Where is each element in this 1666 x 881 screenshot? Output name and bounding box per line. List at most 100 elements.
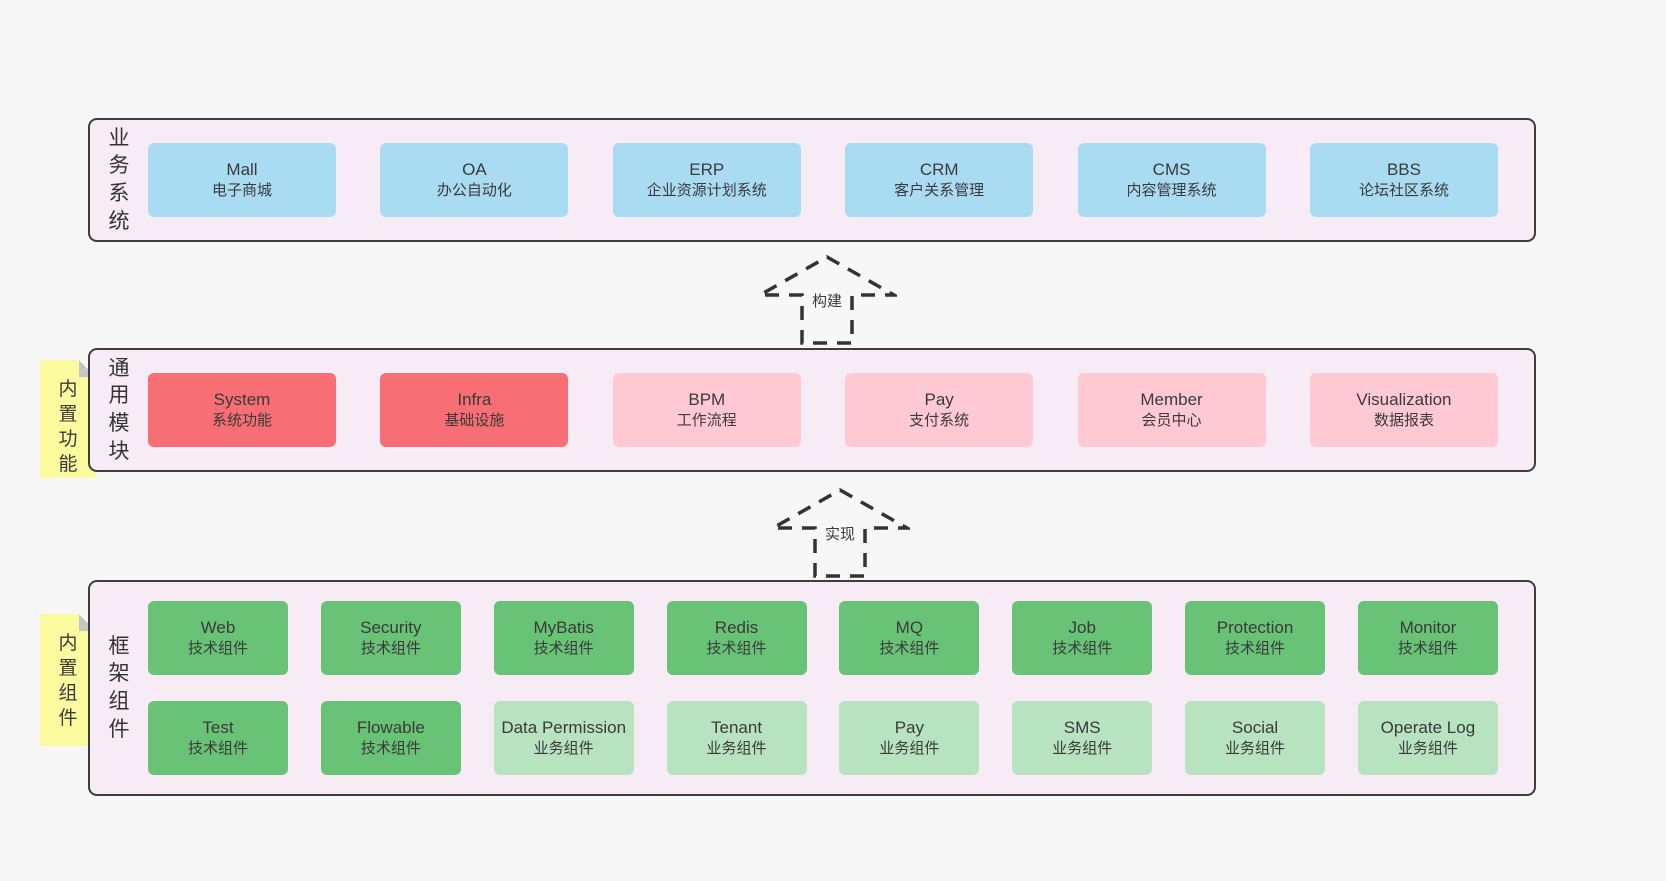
card-web: Web 技术组件 <box>148 601 288 675</box>
card-data-permission: Data Permission 业务组件 <box>493 701 634 775</box>
band-content: System 系统功能 Infra 基础设施 BPM 工作流程 Pay 支付系统… <box>148 373 1534 447</box>
card-bpm: BPM 工作流程 <box>612 373 801 447</box>
card-monitor: Monitor 技术组件 <box>1357 601 1498 675</box>
card-test: Test 技术组件 <box>148 701 288 775</box>
card-tenant: Tenant 业务组件 <box>666 701 807 775</box>
card-name: ERP <box>689 160 725 180</box>
card-name: Monitor <box>1399 618 1457 638</box>
card-subtitle: 技术组件 <box>533 640 594 658</box>
band-label-text: 框架组件 <box>108 634 130 741</box>
card-name: Member <box>1140 390 1203 410</box>
card-name: BPM <box>688 390 726 410</box>
card-job: Job 技术组件 <box>1012 601 1153 675</box>
card-subtitle: 技术组件 <box>1397 640 1458 658</box>
arrow-implement: 实现 <box>770 487 910 579</box>
card-subtitle: 技术组件 <box>706 640 767 658</box>
card-visualization: Visualization 数据报表 <box>1309 373 1498 447</box>
sticky-note-builtin-components: 内置组件 <box>40 614 96 746</box>
card-name: System <box>213 390 271 410</box>
card-subtitle: 技术组件 <box>187 640 248 658</box>
card-name: Visualization <box>1356 390 1452 410</box>
card-social: Social 业务组件 <box>1185 701 1326 775</box>
card-flowable: Flowable 技术组件 <box>320 701 461 775</box>
card-name: Data Permission <box>501 718 627 738</box>
card-subtitle: 业务组件 <box>1397 740 1458 758</box>
card-sms: SMS 业务组件 <box>1012 701 1153 775</box>
card-subtitle: 系统功能 <box>211 412 272 430</box>
card-erp: ERP 企业资源计划系统 <box>612 143 801 217</box>
card-name: Tenant <box>711 718 763 738</box>
card-subtitle: 业务组件 <box>1052 740 1113 758</box>
card-subtitle: 技术组件 <box>360 640 421 658</box>
card-redis: Redis 技术组件 <box>666 601 807 675</box>
card-name: Web <box>200 618 236 638</box>
card-mq: MQ 技术组件 <box>839 601 980 675</box>
card-subtitle: 企业资源计划系统 <box>646 182 767 200</box>
card-subtitle: 客户关系管理 <box>894 182 985 200</box>
card-subtitle: 技术组件 <box>1225 640 1286 658</box>
arrow-label: 实现 <box>821 523 859 544</box>
card-name: CMS <box>1152 160 1191 180</box>
up-arrow-icon <box>770 487 910 578</box>
card-row: Web 技术组件 Security 技术组件 MyBatis 技术组件 Redi… <box>148 601 1498 675</box>
card-subtitle: 数据报表 <box>1373 412 1434 430</box>
card-name: Redis <box>714 618 759 638</box>
card-mybatis: MyBatis 技术组件 <box>493 601 634 675</box>
up-arrow-icon <box>757 254 897 345</box>
card-system: System 系统功能 <box>148 373 336 447</box>
card-bbs: BBS 论坛社区系统 <box>1309 143 1498 217</box>
card-mall: Mall 电子商城 <box>148 143 336 217</box>
card-name: Protection <box>1216 618 1294 638</box>
card-name: Security <box>360 618 422 638</box>
card-subtitle: 技术组件 <box>1052 640 1113 658</box>
arrow-build: 构建 <box>757 254 897 346</box>
card-subtitle: 业务组件 <box>879 740 940 758</box>
card-subtitle: 技术组件 <box>187 740 248 758</box>
card-name: Operate Log <box>1380 718 1476 738</box>
card-subtitle: 办公自动化 <box>436 182 512 200</box>
card-protection: Protection 技术组件 <box>1185 601 1326 675</box>
card-name: Social <box>1231 718 1279 738</box>
card-pay-component: Pay 业务组件 <box>839 701 980 775</box>
arrow-label: 构建 <box>808 290 846 311</box>
card-subtitle: 论坛社区系统 <box>1358 182 1449 200</box>
band-business-systems: 业务系统 Mall 电子商城 OA 办公自动化 ERP 企业资源计划系统 CRM <box>88 118 1536 242</box>
band-label-text: 业务系统 <box>108 126 130 233</box>
band-label: 通用模块 <box>90 355 148 466</box>
band-label: 框架组件 <box>90 633 148 744</box>
band-common-modules: 通用模块 System 系统功能 Infra 基础设施 BPM 工作流程 Pay <box>88 348 1536 472</box>
card-subtitle: 技术组件 <box>879 640 940 658</box>
card-name: Mall <box>226 160 258 180</box>
card-subtitle: 业务组件 <box>1225 740 1286 758</box>
card-crm: CRM 客户关系管理 <box>845 143 1034 217</box>
card-subtitle: 电子商城 <box>211 182 272 200</box>
band-content: Mall 电子商城 OA 办公自动化 ERP 企业资源计划系统 CRM 客户关系… <box>148 143 1534 217</box>
card-operate-log: Operate Log 业务组件 <box>1357 701 1498 775</box>
card-name: MQ <box>895 618 924 638</box>
card-name: Job <box>1068 618 1096 638</box>
card-subtitle: 业务组件 <box>533 740 594 758</box>
card-oa: OA 办公自动化 <box>380 143 569 217</box>
card-pay-system: Pay 支付系统 <box>845 373 1034 447</box>
card-name: BBS <box>1386 160 1421 180</box>
card-name: Test <box>202 718 234 738</box>
band-label: 业务系统 <box>90 125 148 236</box>
band-framework-components: 框架组件 Web 技术组件 Security 技术组件 MyBatis 技术组件… <box>88 580 1536 796</box>
card-row: System 系统功能 Infra 基础设施 BPM 工作流程 Pay 支付系统… <box>148 373 1498 447</box>
card-subtitle: 技术组件 <box>360 740 421 758</box>
card-subtitle: 基础设施 <box>444 412 505 430</box>
card-row: Test 技术组件 Flowable 技术组件 Data Permission … <box>148 701 1498 775</box>
card-subtitle: 业务组件 <box>706 740 767 758</box>
sticky-note-label: 内置功能 <box>58 379 78 476</box>
card-name: Infra <box>457 390 492 410</box>
card-name: MyBatis <box>533 618 594 638</box>
card-name: SMS <box>1063 718 1101 738</box>
card-subtitle: 内容管理系统 <box>1126 182 1217 200</box>
card-cms: CMS 内容管理系统 <box>1077 143 1266 217</box>
sticky-note-builtin-features: 内置功能 <box>40 360 96 478</box>
sticky-note-label: 内置组件 <box>58 633 78 730</box>
card-security: Security 技术组件 <box>320 601 461 675</box>
card-subtitle: 工作流程 <box>676 412 737 430</box>
card-name: Pay <box>924 390 954 410</box>
